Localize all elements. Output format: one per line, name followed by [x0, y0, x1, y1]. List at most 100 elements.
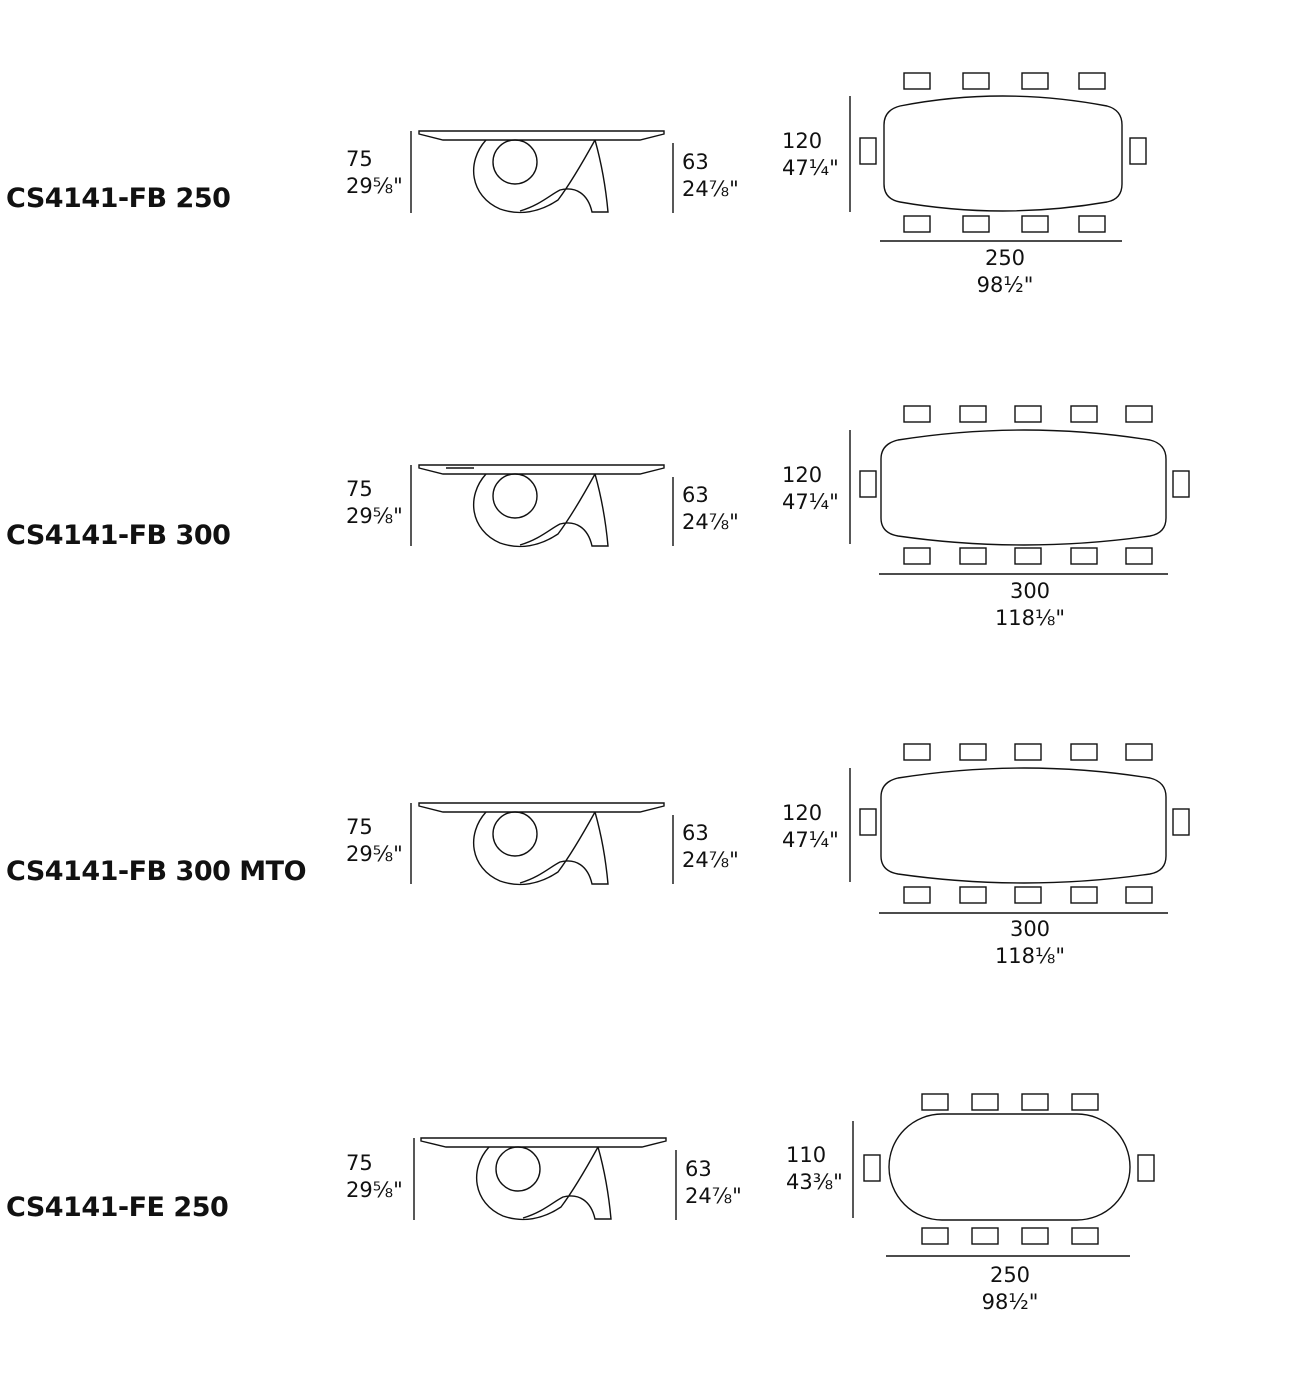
base-ring: [492, 473, 538, 519]
chair: [903, 886, 931, 904]
width-cm: 120: [782, 801, 823, 825]
chair: [903, 72, 931, 90]
length-cm: 300: [1009, 917, 1051, 941]
chair: [1021, 215, 1049, 233]
height-label: 75 29⅝": [346, 146, 403, 200]
chair: [921, 1093, 949, 1111]
height-in: 29⅝": [346, 1178, 403, 1202]
technical-drawing: [413, 1093, 1155, 1257]
chair: [1172, 470, 1190, 498]
technical-drawing: [410, 72, 1147, 242]
chair: [971, 1227, 999, 1245]
sculptural-base: [472, 473, 609, 548]
table-top-profile: [418, 802, 665, 813]
table-top-plan: [880, 429, 1167, 546]
chair: [903, 405, 931, 423]
chair: [859, 808, 877, 836]
chair: [959, 405, 987, 423]
plan-view: [852, 1093, 1155, 1257]
base-ring: [495, 1146, 541, 1192]
chair: [1070, 743, 1098, 761]
base-ring: [492, 139, 538, 185]
clearance-cm: 63: [682, 483, 709, 507]
base-ring: [492, 811, 538, 857]
height-cm: 75: [346, 147, 373, 171]
chair: [962, 72, 990, 90]
width-cm: 110: [786, 1143, 827, 1167]
chair: [1137, 1154, 1155, 1182]
product-row: CS4141-FB 250 75 29⅝" 63 24⅞" 120 47¼" 2…: [0, 0, 1310, 300]
clearance-label: 63 24⅞": [682, 482, 739, 536]
sculptural-base: [475, 1146, 612, 1221]
length-in: 118⅛": [994, 606, 1066, 630]
height-in: 29⅝": [346, 842, 403, 866]
clearance-cm: 63: [682, 821, 709, 845]
model-name: CS4141-FB 250: [6, 183, 231, 214]
chair: [959, 886, 987, 904]
chair: [1014, 405, 1042, 423]
clearance-cm: 63: [682, 150, 709, 174]
chair: [903, 215, 931, 233]
model-name: CS4141-FB 300 MTO: [6, 856, 307, 887]
chair: [1172, 808, 1190, 836]
width-cm: 120: [782, 463, 823, 487]
sculptural-base: [472, 139, 609, 214]
clearance-cm: 63: [685, 1157, 712, 1181]
chair: [959, 547, 987, 565]
width-in: 43⅜": [786, 1170, 843, 1194]
length-cm: 250: [984, 246, 1026, 270]
chair: [921, 1227, 949, 1245]
height-cm: 75: [346, 1151, 373, 1175]
table-top-profile: [418, 464, 665, 475]
width-in: 47¼": [782, 828, 839, 852]
length-in: 118⅛": [994, 944, 1066, 968]
chair: [1021, 72, 1049, 90]
chair: [1071, 1093, 1099, 1111]
clearance-label: 63 24⅞": [682, 820, 739, 874]
chair: [1129, 137, 1147, 165]
plan-view: [849, 743, 1190, 914]
chair: [1071, 1227, 1099, 1245]
length-label: 250 98½": [960, 1262, 1060, 1316]
width-label: 110 43⅜": [786, 1142, 843, 1196]
table-top-plan: [880, 767, 1167, 884]
clearance-in: 24⅞": [682, 848, 739, 872]
chair: [1078, 215, 1106, 233]
height-in: 29⅝": [346, 504, 403, 528]
technical-drawing: [410, 743, 1190, 914]
chair: [1021, 1227, 1049, 1245]
plan-view: [849, 405, 1190, 575]
product-row: CS4141-FE 250 75 29⅝" 63 24⅞" 110 43⅜" 2…: [0, 1008, 1310, 1314]
clearance-label: 63 24⅞": [682, 149, 739, 203]
model-name: CS4141-FB 300: [6, 520, 231, 551]
chair: [1125, 405, 1153, 423]
width-in: 47¼": [782, 490, 839, 514]
chair: [1125, 886, 1153, 904]
table-top-plan: [883, 95, 1123, 212]
length-label: 300 118⅛": [980, 916, 1080, 970]
chair: [1125, 743, 1153, 761]
chair: [962, 215, 990, 233]
chair: [1070, 547, 1098, 565]
length-in: 98½": [976, 273, 1034, 297]
height-in: 29⅝": [346, 174, 403, 198]
height-cm: 75: [346, 477, 373, 501]
height-label: 75 29⅝": [346, 814, 403, 868]
length-in: 98½": [981, 1290, 1039, 1314]
clearance-in: 24⅞": [682, 510, 739, 534]
width-cm: 120: [782, 129, 823, 153]
side-elevation: [410, 464, 674, 548]
chair: [971, 1093, 999, 1111]
chair: [1070, 886, 1098, 904]
width-label: 120 47¼": [782, 128, 839, 182]
side-elevation: [413, 1137, 677, 1221]
width-label: 120 47¼": [782, 800, 839, 854]
technical-drawing: [410, 405, 1190, 575]
chair: [859, 470, 877, 498]
height-label: 75 29⅝": [346, 1150, 403, 1204]
side-elevation: [410, 130, 674, 214]
width-label: 120 47¼": [782, 462, 839, 516]
chair: [903, 547, 931, 565]
side-elevation: [410, 802, 674, 886]
chair: [1014, 743, 1042, 761]
